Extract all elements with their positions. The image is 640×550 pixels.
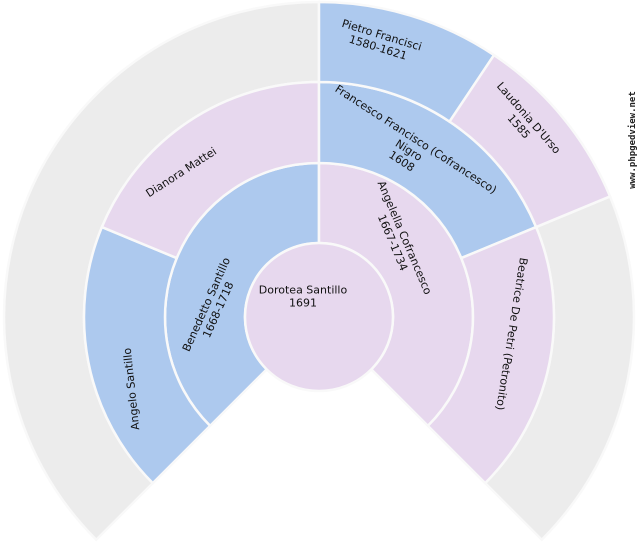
laudonia-sector[interactable] <box>447 53 612 229</box>
dorotea-sector[interactable] <box>243 241 395 393</box>
pietro-sector[interactable] <box>317 0 496 124</box>
phpgedview-watermark: www.phpgedview.net <box>628 91 638 189</box>
dianora-sector[interactable] <box>100 80 321 260</box>
angelo-sector[interactable] <box>82 225 212 485</box>
